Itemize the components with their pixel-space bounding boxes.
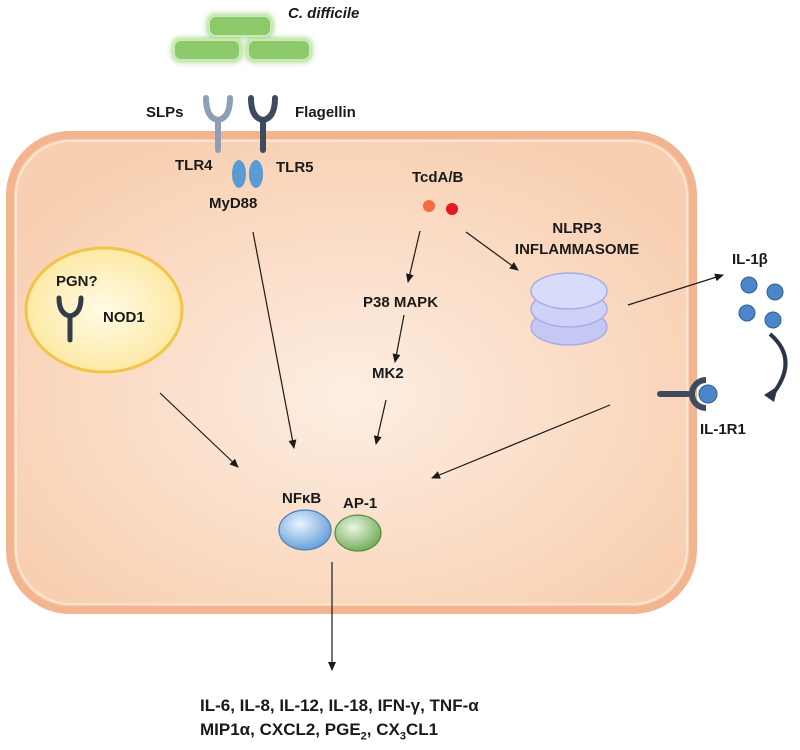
il1r1-label: IL-1R1 <box>700 421 746 438</box>
il1b-curved-arrow <box>768 332 788 397</box>
nlrp3-label-line2: INFLAMMASOME <box>514 241 640 258</box>
il1b-label: IL-1β <box>732 251 768 268</box>
myd88-shape-left <box>232 160 246 188</box>
nfkb-label: NFκB <box>282 490 322 507</box>
arrow-inflammasome-il1b <box>627 273 724 306</box>
pgn-label: PGN? <box>56 273 98 290</box>
bacteria-group <box>172 14 312 62</box>
arrow-il1r1-nfkb <box>431 404 611 479</box>
il1b-curved-arrowhead <box>764 386 778 402</box>
mk2-label: MK2 <box>372 365 404 382</box>
arrow-mk2-nfkb <box>373 399 387 445</box>
arrow-toxin-p38 <box>405 230 421 283</box>
myd88-shape-right <box>249 160 263 188</box>
tcda-dot <box>423 200 435 212</box>
ap1-label: AP-1 <box>343 495 378 512</box>
output-line-2: MIP1α, CXCL2, PGE2, CX3CL1 <box>200 720 439 743</box>
output-line-1: IL-6, IL-8, IL-12, IL-18, IFN-γ, TNF-α <box>200 696 479 715</box>
arrow-myd88-nfkb <box>252 231 297 449</box>
nod1-compartment <box>24 246 184 374</box>
toxin-label: TcdA/B <box>412 169 464 186</box>
tcdb-dot <box>446 203 458 215</box>
il1r1-receptor <box>657 377 718 411</box>
inflammasome-shape <box>530 272 608 346</box>
cell-membrane-inner <box>15 140 688 605</box>
arrow-nod1-nfkb <box>159 392 239 468</box>
myd88-label: MyD88 <box>209 195 258 212</box>
slps-label: SLPs <box>146 104 184 121</box>
flagellin-label: Flagellin <box>295 104 356 121</box>
tlr4-receptor <box>203 95 233 153</box>
nfkb-shape <box>278 509 332 551</box>
bacterium-label: C. difficile <box>288 5 360 22</box>
nod1-label: NOD1 <box>103 309 145 326</box>
cell-membrane <box>6 131 697 614</box>
il1b-particles <box>738 276 784 329</box>
tlr5-label: TLR5 <box>276 159 314 176</box>
arrow-toxin-nlrp3 <box>465 231 519 271</box>
ap1-shape <box>334 514 382 552</box>
nod1-receptor <box>56 295 84 343</box>
nlrp3-label-line1: NLRP3 <box>552 220 602 237</box>
p38-label: P38 MAPK <box>363 294 439 311</box>
tlr5-receptor <box>248 95 278 153</box>
arrow-p38-mk2 <box>392 314 405 363</box>
tlr4-label: TLR4 <box>175 157 213 174</box>
